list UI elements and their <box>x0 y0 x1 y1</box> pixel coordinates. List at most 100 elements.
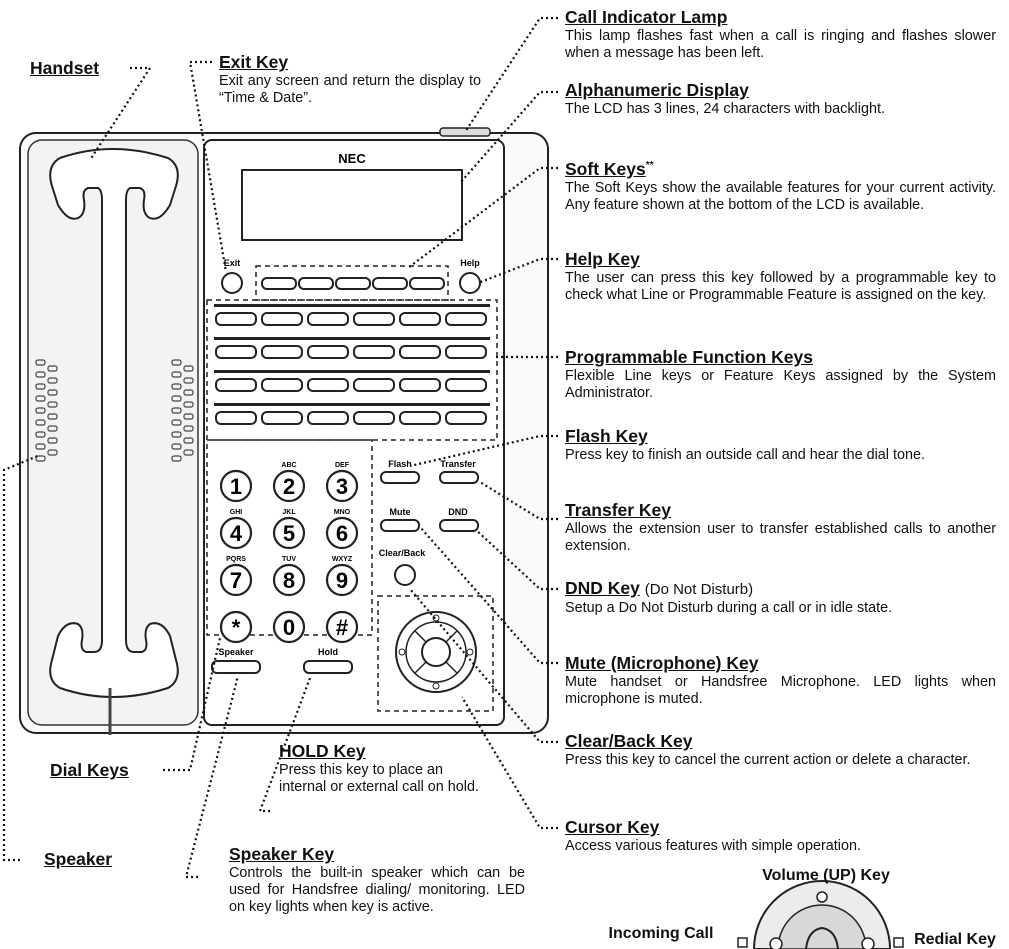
soft-key-1[interactable] <box>261 277 297 290</box>
dial-key-2[interactable] <box>272 469 306 503</box>
help-key-callout: Help Key The user can press this key fol… <box>565 249 996 304</box>
call-indicator-callout: Call Indicator Lamp This lamp flashes fa… <box>565 7 996 62</box>
programmable-key-20[interactable] <box>261 411 303 425</box>
soft-key-5[interactable] <box>409 277 445 290</box>
dnd-key[interactable] <box>439 519 479 532</box>
cursor-key-title: Cursor Key <box>565 817 660 837</box>
programmable-title: Programmable Function Keys <box>565 347 813 367</box>
hold-key-label: Hold <box>318 647 338 657</box>
prog-key-row-divider <box>214 370 490 373</box>
handset-label: Handset <box>30 58 100 78</box>
dial-key-4[interactable] <box>219 516 253 550</box>
dial-key-digit: # <box>336 615 348 640</box>
dial-key-hash[interactable] <box>325 610 359 644</box>
dial-key-letters: DEF <box>335 462 350 469</box>
mute-key[interactable] <box>380 519 420 532</box>
mute-key-desc: Mute handset or Handsfree Microphone. LE… <box>565 674 996 707</box>
dial-key-7[interactable] <box>219 563 253 597</box>
programmable-key-10[interactable] <box>353 345 395 359</box>
dial-keys-outline <box>206 439 373 636</box>
dial-key-digit: 5 <box>283 521 295 546</box>
dial-key-0[interactable] <box>272 610 306 644</box>
hold-key-desc: Press this key to place an internal or e… <box>279 762 479 795</box>
programmable-key-17[interactable] <box>399 378 441 392</box>
transfer-key-title: Transfer Key <box>565 500 672 520</box>
exit-key-callout: Exit Key Exit any screen and return the … <box>219 52 481 107</box>
call-indicator-desc: This lamp flashes fast when a call is ri… <box>565 28 996 61</box>
programmable-key-18[interactable] <box>445 378 487 392</box>
clear-back-desc: Press this key to cancel the current act… <box>565 752 971 768</box>
flash-key[interactable] <box>380 471 420 484</box>
programmable-key-12[interactable] <box>445 345 487 359</box>
redial-label: Redial Key <box>914 931 996 948</box>
clear-back-key[interactable] <box>394 564 416 586</box>
clear-back-callout: Clear/Back Key Press this key to cancel … <box>565 731 996 769</box>
transfer-key[interactable] <box>439 471 479 484</box>
dial-key-digit: 1 <box>230 474 242 499</box>
speaker-key-desc: Controls the built-in speaker which can … <box>229 865 525 915</box>
dial-key-1[interactable] <box>219 469 253 503</box>
programmable-key-22[interactable] <box>353 411 395 425</box>
dial-key-3[interactable] <box>325 469 359 503</box>
programmable-key-6[interactable] <box>445 312 487 326</box>
programmable-key-23[interactable] <box>399 411 441 425</box>
programmable-key-13[interactable] <box>215 378 257 392</box>
dial-key-star[interactable] <box>219 610 253 644</box>
dial-key-digit: 9 <box>336 568 348 593</box>
programmable-key-2[interactable] <box>261 312 303 326</box>
exit-key[interactable] <box>221 272 243 294</box>
help-key-desc: The user can press this key followed by … <box>565 270 996 303</box>
programmable-key-7[interactable] <box>215 345 257 359</box>
cursor-key[interactable] <box>395 611 477 693</box>
clear-back-key-label: Clear/Back <box>379 548 427 558</box>
exit-key-label: Exit <box>224 258 241 268</box>
help-key[interactable] <box>459 272 481 294</box>
programmable-key-8[interactable] <box>261 345 303 359</box>
incoming-call-icon <box>737 937 748 948</box>
programmable-key-4[interactable] <box>353 312 395 326</box>
handset[interactable] <box>49 148 179 698</box>
flash-key-label: Flash <box>388 459 412 469</box>
speaker-grille-right <box>171 359 194 462</box>
soft-keys-callout: Soft Keys** The Soft Keys show the avail… <box>565 155 996 214</box>
dial-key-6[interactable] <box>325 516 359 550</box>
dial-key-digit: 7 <box>230 568 242 593</box>
programmable-key-9[interactable] <box>307 345 349 359</box>
programmable-key-16[interactable] <box>353 378 395 392</box>
programmable-key-24[interactable] <box>445 411 487 425</box>
speaker-key-callout: Speaker Key Controls the built-in speake… <box>215 844 525 916</box>
dial-key-8[interactable] <box>272 563 306 597</box>
speaker-key-label: Speaker <box>218 647 254 657</box>
programmable-key-19[interactable] <box>215 411 257 425</box>
programmable-key-14[interactable] <box>261 378 303 392</box>
programmable-key-15[interactable] <box>307 378 349 392</box>
programmable-key-3[interactable] <box>307 312 349 326</box>
soft-key-3[interactable] <box>335 277 371 290</box>
transfer-key-label: Transfer <box>440 459 476 469</box>
dnd-key-title: DND Key <box>565 578 640 598</box>
programmable-key-21[interactable] <box>307 411 349 425</box>
soft-key-2[interactable] <box>298 277 334 290</box>
programmable-key-11[interactable] <box>399 345 441 359</box>
programmable-key-1[interactable] <box>215 312 257 326</box>
soft-keys-heading: Soft Keys** <box>565 155 996 180</box>
dial-key-letters: GHI <box>230 509 243 516</box>
soft-keys <box>261 277 445 290</box>
speaker-key[interactable] <box>211 660 261 674</box>
dial-key-digit: 8 <box>283 568 295 593</box>
programmable-key-5[interactable] <box>399 312 441 326</box>
soft-keys-mark: ** <box>645 160 654 171</box>
soft-key-4[interactable] <box>372 277 408 290</box>
flash-key-title: Flash Key <box>565 426 648 446</box>
programmable-desc: Flexible Line keys or Feature Keys assig… <box>565 368 996 401</box>
mute-key-label: Mute <box>390 507 411 517</box>
dial-key-5[interactable] <box>272 516 306 550</box>
brand-logo: NEC <box>338 151 366 166</box>
dial-key-9[interactable] <box>325 563 359 597</box>
prog-key-row-divider <box>214 337 490 340</box>
alphanumeric-desc: The LCD has 3 lines, 24 characters with … <box>565 101 885 117</box>
hold-key[interactable] <box>303 660 353 674</box>
dial-key-letters: TUV <box>282 556 296 563</box>
call-indicator-title: Call Indicator Lamp <box>565 7 728 27</box>
programmable-function-keys <box>214 304 490 425</box>
